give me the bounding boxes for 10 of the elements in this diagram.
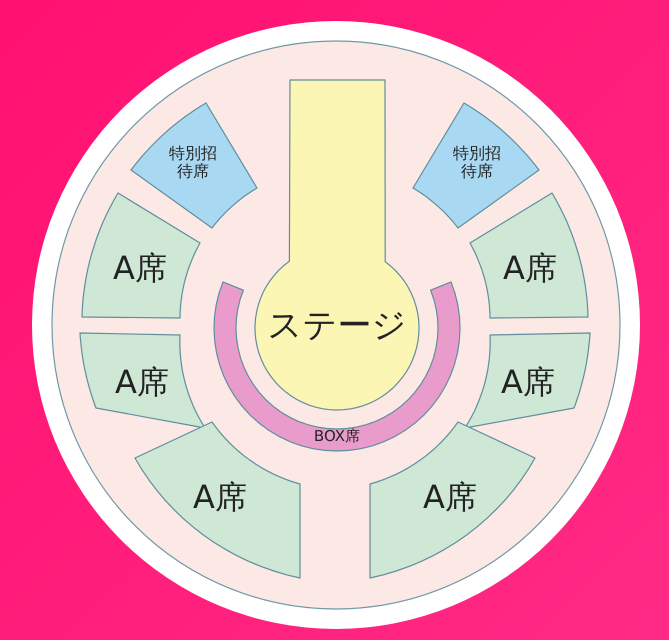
seat-label: A席 <box>503 248 557 289</box>
seat-label: BOX席 <box>314 426 360 447</box>
seat-label: A席 <box>423 477 477 518</box>
seat-label: A席 <box>115 362 169 403</box>
seat-label: A席 <box>193 477 247 518</box>
seat-label: A席 <box>113 248 167 289</box>
seat-label: 特別招待席 <box>452 144 502 182</box>
seat-label: A席 <box>501 362 555 403</box>
seat-label: 特別招待席 <box>168 144 218 182</box>
stage-label: ステージ <box>268 304 406 348</box>
